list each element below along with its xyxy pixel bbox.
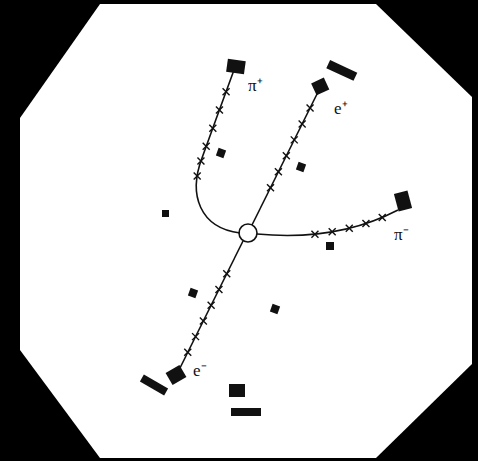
hit-cross xyxy=(194,172,201,179)
track xyxy=(178,241,243,372)
hit-cross xyxy=(379,214,386,221)
hit-cross xyxy=(192,333,199,340)
hit-cross xyxy=(329,228,336,235)
hit-cross xyxy=(275,168,282,175)
track xyxy=(196,70,240,233)
hit-cross xyxy=(184,349,191,356)
hit-cross xyxy=(215,286,222,293)
hit-cross xyxy=(223,88,230,95)
hit-cross xyxy=(203,143,210,150)
track xyxy=(252,92,318,225)
hit-cross xyxy=(299,120,306,127)
particle-label: π⁺ xyxy=(248,77,263,94)
hit-cross xyxy=(283,152,290,159)
hit-cross xyxy=(197,157,204,164)
hit-cross xyxy=(209,125,216,132)
hit-cross xyxy=(307,104,314,111)
hit-cross xyxy=(200,317,207,324)
hit-cross xyxy=(362,220,369,227)
detector-outline xyxy=(20,4,472,458)
hit-cross xyxy=(267,184,274,191)
hit-cross xyxy=(346,225,353,232)
hit-cross xyxy=(291,136,298,143)
hit-cross xyxy=(216,106,223,113)
hit-cross xyxy=(208,302,215,309)
particle-label: π⁻ xyxy=(394,226,409,243)
hit-cross xyxy=(223,270,230,277)
hits xyxy=(140,59,412,416)
particle-label: e⁻ xyxy=(193,362,207,379)
track xyxy=(257,210,398,235)
hit-cross xyxy=(311,231,318,238)
vertex xyxy=(239,224,257,242)
particle-label: e⁺ xyxy=(334,100,348,117)
